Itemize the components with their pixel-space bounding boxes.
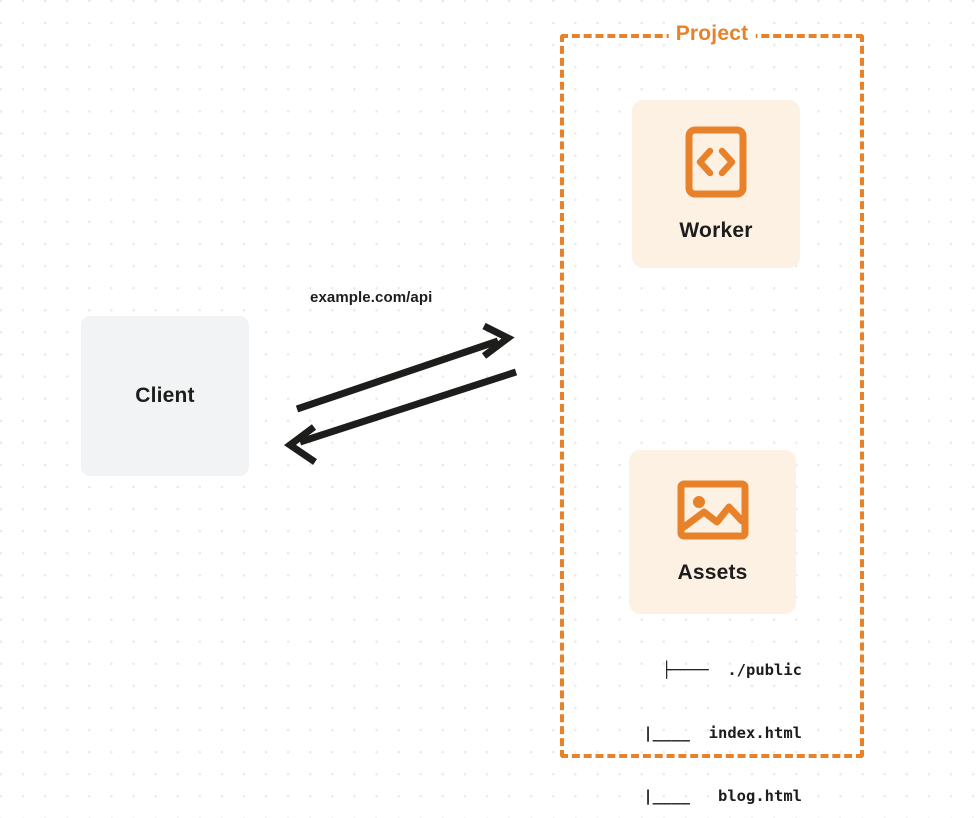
response-arrow xyxy=(283,368,518,465)
client-label: Client xyxy=(135,384,195,407)
worker-label: Worker xyxy=(679,218,753,242)
connection-label: example.com/api xyxy=(310,289,433,306)
code-brackets-icon xyxy=(685,126,747,203)
assets-label: Assets xyxy=(677,560,748,584)
file-tree-row: |____ index.html xyxy=(615,724,802,742)
project-title: Project xyxy=(668,22,756,46)
image-icon xyxy=(677,480,749,545)
assets-card[interactable]: Assets xyxy=(629,450,796,614)
assets-file-tree: ├──── ./public |____ index.html |____ bl… xyxy=(600,618,802,818)
client-node[interactable]: Client xyxy=(81,316,249,476)
file-tree-row: |____ blog.html xyxy=(615,787,802,805)
file-tree-row: ├──── ./public xyxy=(662,661,802,679)
request-arrow xyxy=(295,322,515,413)
project-boundary: Project xyxy=(560,22,864,758)
worker-card[interactable]: Worker xyxy=(632,100,800,268)
